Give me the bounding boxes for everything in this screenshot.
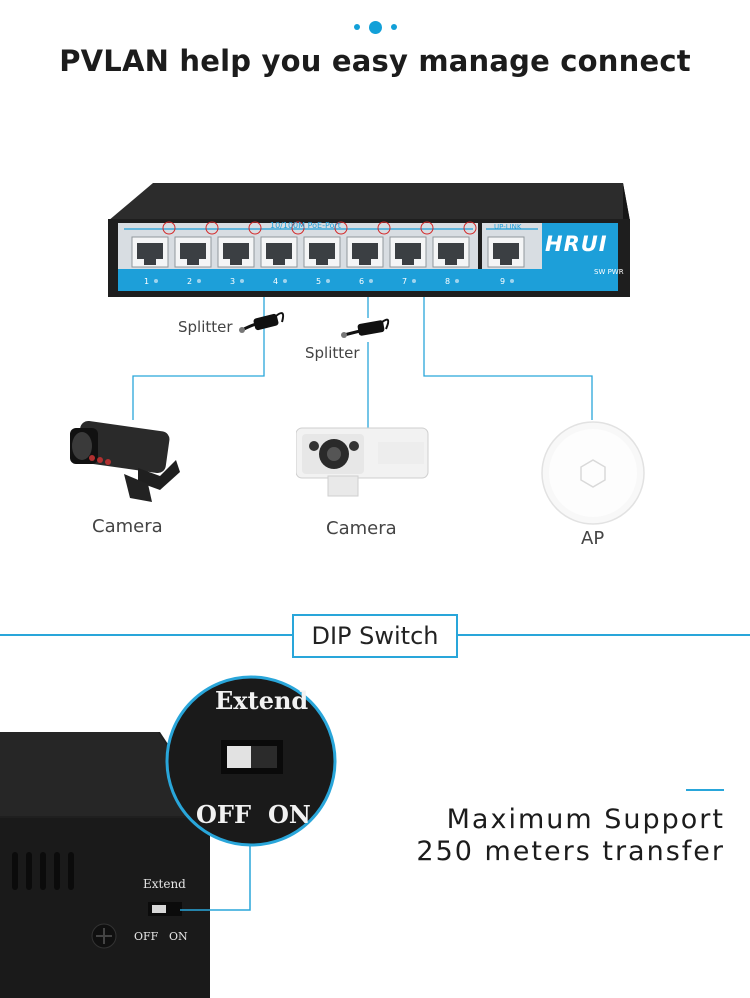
indicator-dot-active (368, 20, 382, 34)
splitter-label-2: Splitter (305, 344, 360, 362)
port-number: 7 (402, 277, 407, 286)
port-led (326, 279, 330, 283)
rj45-port (346, 236, 384, 268)
panel-on-label: ON (169, 930, 188, 943)
port-led (412, 279, 416, 283)
led-labels: SW PWR (594, 268, 624, 276)
rj45-port (389, 236, 427, 268)
dip-zoom-circle (165, 675, 337, 847)
port-number: 5 (316, 277, 321, 286)
rj45-port (131, 236, 169, 268)
accent-line (686, 789, 724, 791)
section-divider-left (0, 634, 292, 636)
port-number: 1 (144, 277, 149, 286)
port-number: 4 (273, 277, 278, 286)
brand-logo: HRUI (545, 232, 608, 256)
vlan-isolation-mark (377, 221, 391, 235)
page-indicator-dots (0, 18, 750, 36)
vlan-isolation-mark (463, 221, 477, 235)
port-led (455, 279, 459, 283)
panel-off-label: OFF (134, 930, 159, 943)
vlan-isolation-mark (291, 221, 305, 235)
vlan-isolation-mark (205, 221, 219, 235)
section-heading: DIP Switch (292, 614, 458, 658)
access-point-image (541, 421, 645, 525)
max-support-text: Maximum Support 250 meters transfer (380, 804, 725, 868)
camera-label-2: Camera (326, 518, 397, 539)
vlan-isolation-mark (162, 221, 176, 235)
port-led (154, 279, 158, 283)
port-number: 6 (359, 277, 364, 286)
splitter-cable-icon (239, 312, 285, 333)
rj45-port (432, 236, 470, 268)
zoom-extend-label: Extend (215, 686, 309, 715)
switch-side-panel-image (0, 732, 218, 998)
splitter-cable-icon (341, 318, 390, 338)
ap-label: AP (581, 528, 605, 549)
poe-port-label: 10/100M PoE-Port (270, 221, 341, 230)
uplink-label: UP-LINK (494, 223, 522, 231)
bullet-camera-image (296, 427, 429, 497)
rj45-port (174, 236, 212, 268)
connection-lines (132, 296, 593, 428)
rj45-port (487, 236, 525, 268)
section-divider-right (456, 634, 750, 636)
panel-extend-label: Extend (143, 877, 186, 891)
zoom-off-label: OFF (196, 800, 251, 829)
port-led (197, 279, 201, 283)
port-number: 3 (230, 277, 235, 286)
camera-label-1: Camera (92, 516, 163, 537)
zoom-on-label: ON (268, 800, 311, 829)
rj45-port (217, 236, 255, 268)
port-led (283, 279, 287, 283)
vlan-isolation-mark (420, 221, 434, 235)
port-led (240, 279, 244, 283)
port-led (510, 279, 514, 283)
vlan-isolation-mark (334, 221, 348, 235)
port-led (369, 279, 373, 283)
indicator-dot (353, 24, 360, 30)
port-number: 2 (187, 277, 192, 286)
dome-camera-image (70, 420, 180, 502)
splitter-label-1: Splitter (178, 318, 233, 336)
max-support-line-2: 250 meters transfer (416, 836, 725, 867)
port-number: 9 (500, 277, 505, 286)
vlan-isolation-mark (248, 221, 262, 235)
rj45-port (260, 236, 298, 268)
port-number: 8 (445, 277, 450, 286)
max-support-line-1: Maximum Support (446, 804, 725, 835)
switch-ports: 1 2 3 4 5 6 7 8 9 (131, 221, 525, 286)
indicator-dot (390, 24, 397, 30)
callout-connector (180, 840, 251, 911)
rj45-port (303, 236, 341, 268)
page-title: PVLAN help you easy manage connect (59, 44, 691, 78)
